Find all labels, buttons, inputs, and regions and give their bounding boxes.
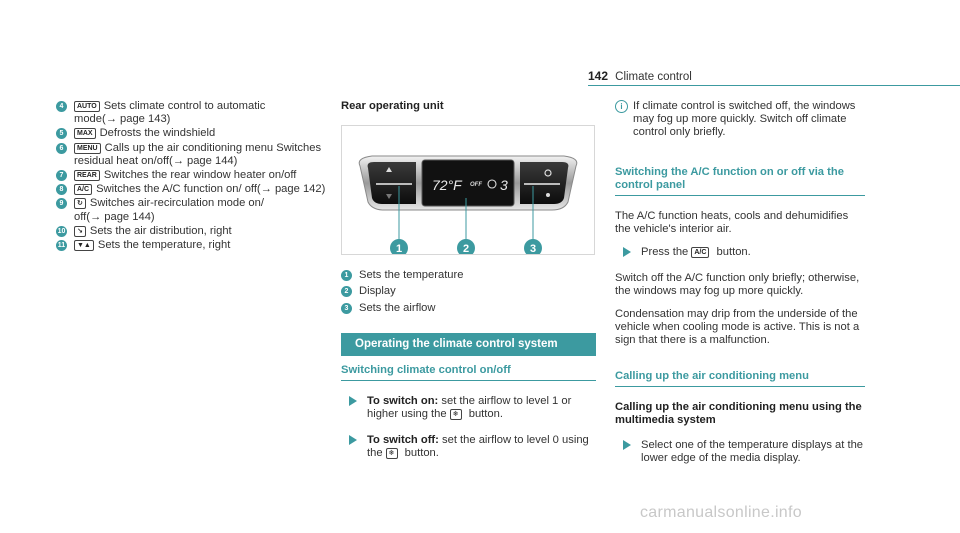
section1-heading: Switching the A/C function on or off via…: [615, 166, 865, 197]
item-text: Switches the rear window heater on/off: [103, 169, 297, 182]
step-arrow-icon: [349, 396, 357, 407]
item-number-badge: 5: [56, 128, 67, 140]
page-ref[interactable]: → page 144): [89, 210, 155, 223]
step-tail: button.: [465, 408, 503, 421]
list-item: 9 ↻Switches air-recirculation mode on/ o…: [56, 197, 328, 223]
rear-unit-heading: Rear operating unit: [341, 100, 444, 112]
step-label: To switch off:: [367, 433, 439, 446]
item-number-badge: 4: [56, 101, 67, 112]
section2-heading: Calling up the air conditioning menu: [615, 370, 865, 387]
display-temperature: 72°F: [432, 177, 463, 193]
legend-item: 1 Sets the temperature: [341, 269, 596, 282]
section1-paragraph-2: Switch off the A/C function only briefly…: [615, 271, 860, 297]
step-tail: button.: [401, 446, 439, 459]
item-number-badge: 9: [56, 198, 67, 210]
right-column: i If climate control is switched off, th…: [615, 100, 865, 478]
ac-button-icon: A/C: [691, 247, 710, 259]
step-text: set the airflow to level 0 using the: [367, 433, 589, 459]
legend-text: Display: [359, 285, 396, 298]
fan-button-icon: ❄: [385, 447, 398, 459]
rear-unit-svg: 1 2 3 72°F OFF 3: [358, 155, 578, 258]
page-ref[interactable]: → page 144): [172, 154, 238, 167]
windshield-defrost-icon: MAX: [74, 128, 96, 140]
item-number-badge: 7: [56, 170, 67, 182]
rear-unit-illustration: 1 2 3 72°F OFF 3: [341, 125, 595, 258]
list-item: 11 ▼▲Sets the temperature, right: [56, 239, 328, 252]
subsection-heading: Switching climate control on/off: [341, 364, 596, 382]
item-text: Sets climate control to automatic mode(: [74, 100, 266, 126]
page-ref[interactable]: → page 142): [260, 183, 326, 196]
item-number-badge: 8: [56, 184, 67, 196]
item-text: Calls up the air conditioning menu Switc…: [74, 141, 322, 167]
instruction-step: To switch off: set the airflow to level …: [341, 434, 596, 460]
fan-icon: [487, 179, 497, 189]
item-text: Sets the air distribution, right: [89, 224, 232, 237]
instruction-step: Press the A/C button.: [615, 246, 865, 259]
watermark: carmanualsonline.info: [640, 504, 802, 521]
callout-2: [457, 239, 475, 258]
middle-column: Rear operating unit: [341, 100, 596, 472]
section-heading-bar: Operating the climate control system: [341, 332, 596, 357]
step-text: Press the: [641, 246, 692, 259]
item-text: Defrosts the windshield: [99, 127, 216, 140]
info-note: i If climate control is switched off, th…: [615, 100, 865, 140]
item-number-badge: 10: [56, 225, 67, 237]
recirculation-icon: ↻: [74, 198, 86, 210]
step-tail: button.: [713, 246, 751, 259]
air-distribution-icon: ↘: [74, 225, 86, 237]
step-arrow-icon: [623, 247, 631, 258]
item-text: Switches air-recirculation mode on/ off(: [74, 197, 264, 223]
page-number: 142: [588, 69, 609, 83]
item-number-badge: 6: [56, 142, 67, 154]
callout-2-label: 2: [463, 243, 469, 254]
legend-badge: 2: [341, 286, 352, 298]
display-off-label: OFF: [470, 182, 482, 188]
page-ref[interactable]: → page 143): [105, 113, 171, 126]
header-rule: [588, 85, 960, 86]
section2-subheading: Calling up the air conditioning menu usi…: [615, 400, 862, 427]
callout-3: [524, 239, 542, 258]
rear-window-heater-icon: REAR: [74, 170, 100, 182]
instruction-step: To switch on: set the airflow to level 1…: [341, 395, 596, 421]
item-number-badge: 11: [56, 240, 67, 252]
callout-3-label: 3: [530, 243, 536, 254]
legend-badge: 3: [341, 302, 352, 314]
section1-paragraph: The A/C function heats, cools and dehumi…: [615, 210, 849, 236]
item-text: Switches the A/C function on/ off(: [96, 183, 261, 196]
callout-1: [390, 239, 408, 258]
menu-rest-icon: MENU: [74, 142, 101, 154]
step-text: set the airflow to level 1 or higher usi…: [367, 395, 572, 421]
legend-text: Sets the temperature: [359, 269, 464, 282]
step-arrow-icon: [623, 440, 631, 451]
fan-button-icon: ❄: [449, 409, 462, 421]
item-text: Sets the temperature, right: [97, 239, 231, 252]
temperature-arrows-icon: ▼▲: [74, 240, 94, 252]
legend-text: Sets the airflow: [359, 301, 436, 314]
ac-icon: A/C: [74, 184, 93, 196]
illustration-legend: 1 Sets the temperature 2 Display 3 Sets …: [341, 269, 596, 315]
note-text: If climate control is switched off, the …: [633, 100, 856, 139]
step-label: To switch on:: [367, 395, 439, 408]
info-icon: i: [615, 100, 628, 113]
page-title: Climate control: [615, 71, 692, 83]
display-fan-level: 3: [500, 177, 508, 193]
instruction-step: Select one of the temperature displays a…: [615, 439, 865, 465]
callout-1-label: 1: [396, 243, 402, 254]
page-header: 142 Climate control: [588, 69, 960, 86]
auto-icon: AUTO: [74, 101, 100, 112]
legend-badge: 1: [341, 270, 352, 282]
step-text: Select one of the temperature displays a…: [641, 439, 864, 465]
step-arrow-icon: [349, 434, 357, 445]
legend-item: 2 Display: [341, 285, 596, 298]
list-item: 10 ↘Sets the air distribution, right: [56, 225, 328, 238]
section1-paragraph-3: Condensation may drip from the underside…: [615, 308, 860, 347]
legend-item: 3 Sets the airflow: [341, 302, 596, 315]
